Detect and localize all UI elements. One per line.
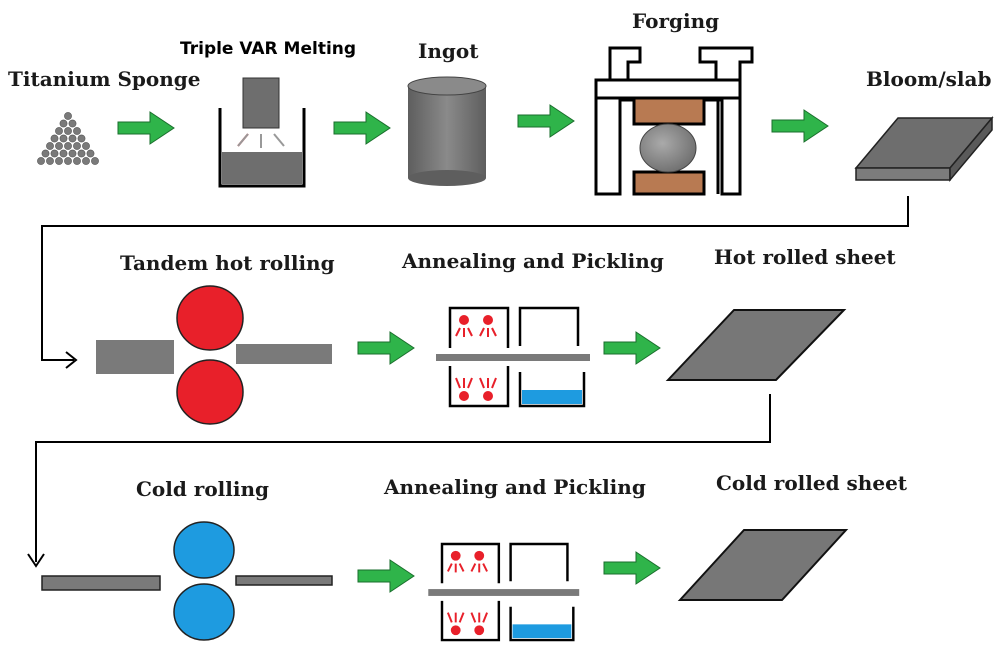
- annealing-pickling-unit-1: [436, 306, 590, 408]
- sponge-particle: [59, 134, 68, 143]
- cold-rolling-input-bar: [41, 575, 161, 591]
- sponge-particle: [91, 157, 99, 165]
- pickling-acid: [512, 624, 572, 639]
- sponge-particle: [73, 157, 81, 165]
- cold-rolled-sheet-shape: [677, 529, 849, 601]
- hot-rolling-output-bar: [236, 344, 332, 364]
- sponge-particle: [46, 157, 54, 165]
- flow-arrow-5: [357, 331, 415, 365]
- hot-rolling-input-bar: [96, 340, 174, 374]
- sponge-particle: [41, 149, 50, 158]
- sponge-particle: [64, 112, 72, 120]
- sponge-particle: [64, 157, 72, 165]
- pickling-tank: [509, 606, 575, 642]
- hot-roll-bottom: [176, 359, 244, 425]
- lower-die: [632, 170, 706, 196]
- ingot-cylinder: [407, 76, 487, 186]
- pickling-tank: [518, 372, 586, 408]
- flow-arrow-1: [117, 111, 175, 145]
- sponge-particle: [73, 142, 81, 150]
- sponge-particle: [50, 149, 59, 158]
- heater-element: [459, 391, 469, 401]
- sponge-particle: [82, 157, 90, 165]
- heater-element: [483, 315, 493, 325]
- connector-row1-row2: [41, 196, 909, 361]
- sponge-particle: [73, 127, 81, 135]
- sponge-particle: [55, 142, 63, 150]
- furnace-upper-chamber: [448, 306, 510, 348]
- sponge-particle: [64, 127, 72, 135]
- connector-row2-row3: [35, 394, 771, 562]
- flow-arrow-2: [333, 111, 391, 145]
- sponge-particle: [77, 134, 86, 143]
- sponge-particle: [55, 157, 63, 165]
- var-melting-furnace: [218, 77, 306, 188]
- heater-element: [459, 315, 469, 325]
- label-annealing-pickling-2: Annealing and Pickling: [383, 475, 646, 499]
- sponge-particle: [77, 149, 86, 158]
- flow-arrow-3: [517, 104, 575, 138]
- flow-arrow-4: [771, 109, 829, 143]
- heater-element: [474, 550, 485, 561]
- heater-element: [450, 550, 461, 561]
- var-molten-pool: [222, 152, 302, 184]
- sponge-particle: [86, 149, 95, 158]
- furnace-lower-chamber: [448, 366, 510, 408]
- titanium-sponge-pile: [37, 112, 99, 165]
- connector-arrowhead-2: [27, 553, 45, 568]
- heater-element: [474, 625, 485, 636]
- var-electrode: [242, 77, 280, 129]
- sponge-particle: [46, 142, 54, 150]
- annealing-strip: [436, 354, 590, 361]
- sponge-particle: [59, 149, 68, 158]
- label-ingot: Ingot: [418, 39, 479, 63]
- sponge-particle: [37, 157, 45, 165]
- flow-arrow-8: [603, 551, 661, 585]
- cold-roll-bottom: [173, 583, 235, 641]
- pickling-tank-cover: [509, 542, 569, 582]
- hot-rolled-sheet-shape: [665, 309, 847, 381]
- label-forging: Forging: [632, 9, 719, 33]
- label-hot-rolled-sheet: Hot rolled sheet: [714, 245, 896, 269]
- forging-press: [594, 46, 754, 196]
- sponge-particle: [59, 119, 68, 128]
- flow-arrow-7: [357, 559, 415, 593]
- forging-workpiece: [639, 123, 697, 173]
- sponge-particle: [50, 134, 59, 143]
- flow-arrow-6: [603, 331, 661, 365]
- hot-roll-top: [176, 285, 244, 351]
- upper-die: [632, 96, 706, 126]
- sponge-particle: [68, 149, 77, 158]
- heater-element: [450, 625, 461, 636]
- label-triple-var-melting: Triple VAR Melting: [180, 39, 356, 59]
- label-annealing-pickling-1: Annealing and Pickling: [401, 249, 664, 273]
- furnace-lower-chamber: [440, 600, 501, 642]
- connector-arrowhead-1: [65, 351, 78, 369]
- sponge-particle: [68, 134, 77, 143]
- cold-rolling-output-bar: [235, 575, 333, 586]
- pickling-acid: [522, 390, 582, 404]
- label-cold-rolling: Cold rolling: [136, 477, 269, 501]
- sponge-particle: [55, 127, 63, 135]
- pickling-tank-cover: [518, 306, 580, 346]
- bloom-slab-block: [854, 115, 994, 183]
- sponge-particle: [68, 119, 77, 128]
- annealing-pickling-unit-2: [428, 542, 580, 642]
- cold-roll-top: [173, 521, 235, 579]
- annealing-strip: [428, 589, 580, 596]
- furnace-upper-chamber: [440, 542, 501, 584]
- label-bloom-slab: Bloom/slab: [866, 67, 991, 91]
- heater-element: [483, 391, 493, 401]
- sponge-particle: [64, 142, 72, 150]
- label-tandem-hot-rolling: Tandem hot rolling: [120, 251, 335, 275]
- label-titanium-sponge: Titanium Sponge: [8, 67, 201, 91]
- sponge-particle: [82, 142, 90, 150]
- label-cold-rolled-sheet: Cold rolled sheet: [716, 471, 908, 495]
